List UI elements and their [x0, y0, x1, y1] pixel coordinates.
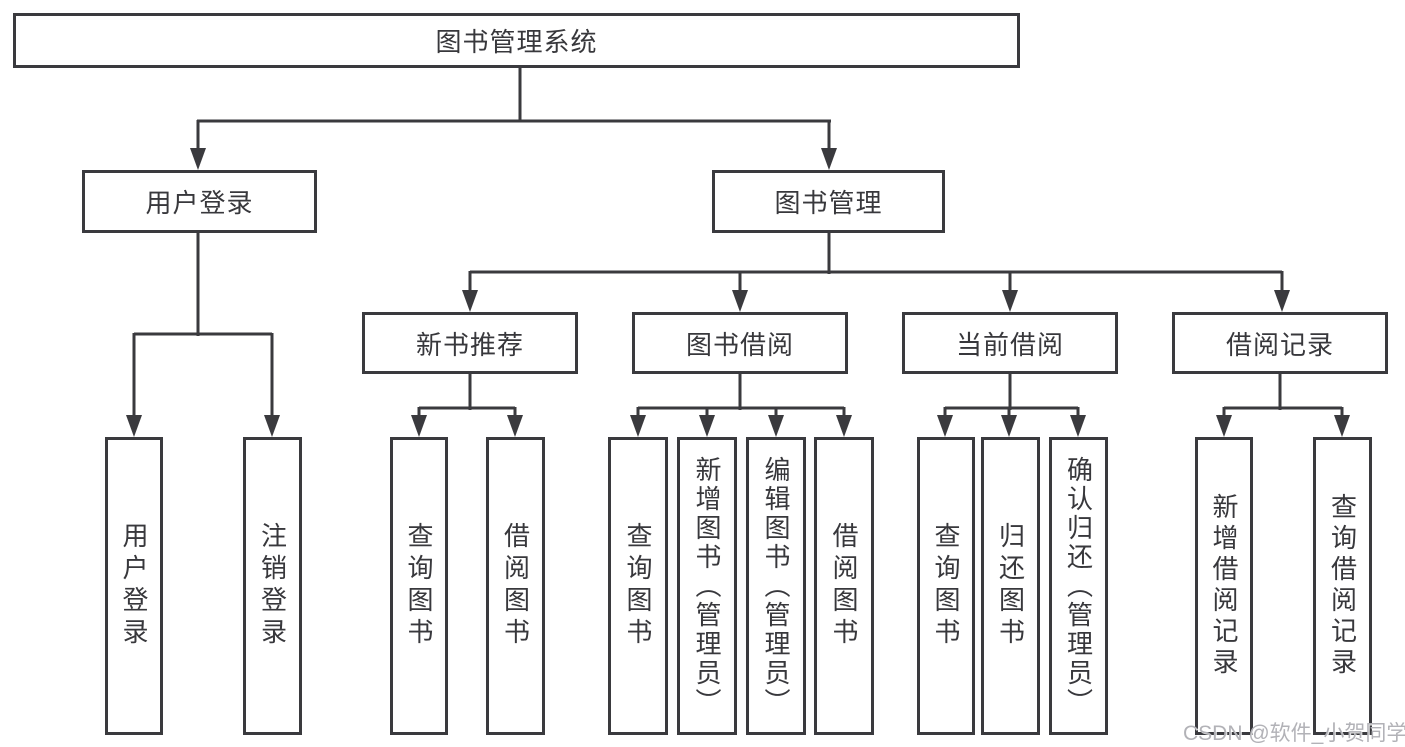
leaf-borrow-books-recommend: 借阅图书 — [486, 437, 545, 735]
leaf-query-books-borrow: 查询图书 — [608, 437, 668, 735]
leaf-logout-login: 注销登录 — [243, 437, 302, 735]
leaf-query-books-recommend: 查询图书 — [390, 437, 448, 735]
leaf-edit-book-admin: 编辑图书（管理员） — [746, 437, 806, 735]
leaf-query-borrow-record: 查询借阅记录 — [1313, 437, 1372, 735]
node-borrow-records: 借阅记录 — [1172, 312, 1388, 374]
leaf-confirm-return-admin: 确认归还（管理员） — [1049, 437, 1108, 735]
node-current-borrow: 当前借阅 — [902, 312, 1118, 374]
node-library-management-system: 图书管理系统 — [13, 13, 1020, 68]
leaf-query-books-current: 查询图书 — [917, 437, 975, 735]
leaf-return-books: 归还图书 — [981, 437, 1040, 735]
csdn-watermark: CSDN @软件_小贺同学 — [1183, 722, 1405, 745]
node-book-management: 图书管理 — [712, 170, 945, 233]
arrow-down-icons — [126, 148, 1350, 437]
leaf-borrow-books: 借阅图书 — [814, 437, 874, 735]
node-book-borrow: 图书借阅 — [632, 312, 848, 374]
node-user-login: 用户登录 — [82, 170, 317, 233]
leaf-add-borrow-record: 新增借阅记录 — [1195, 437, 1253, 735]
leaf-add-book-admin: 新增图书（管理员） — [677, 437, 737, 735]
node-new-book-recommend: 新书推荐 — [362, 312, 578, 374]
leaf-user-login: 用户登录 — [105, 437, 163, 735]
